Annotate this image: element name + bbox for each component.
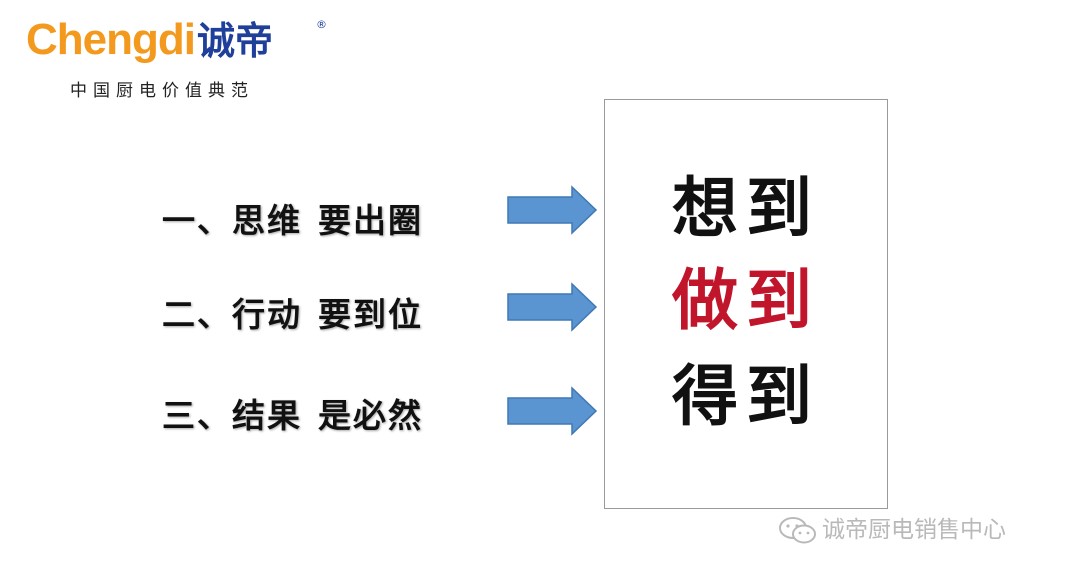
logo-latin-text: Chengdi <box>26 15 196 64</box>
brand-logo: Chengdi诚帝 ® 中国厨电价值典范 <box>26 18 336 102</box>
logo-tagline: 中国厨电价值典范 <box>70 81 254 101</box>
watermark-text: 诚帝厨电销售中心 <box>822 517 1006 543</box>
word-think: 想到 <box>672 170 820 247</box>
wechat-icon <box>779 516 816 543</box>
list-item-label: 二、行动 <box>162 295 302 334</box>
list-item-emphasis: 是必然 <box>318 396 423 435</box>
registered-mark: ® <box>316 18 327 31</box>
logo-wordmark: Chengdi诚帝 <box>26 18 273 62</box>
right-arrow-icon <box>507 386 598 436</box>
result-box: 想到 做到 得到 <box>604 99 888 509</box>
list-item-2: 二、行动要到位 <box>162 288 423 336</box>
word-get: 得到 <box>672 358 820 435</box>
list-item-emphasis: 要到位 <box>318 295 423 334</box>
right-arrow-icon <box>507 282 598 332</box>
list-item-label: 三、结果 <box>162 396 302 435</box>
list-item-label: 一、思维 <box>162 201 302 240</box>
list-item-emphasis: 要出圈 <box>318 201 423 240</box>
watermark: 诚帝厨电销售中心 <box>778 510 1006 546</box>
right-arrow-icon <box>507 185 598 235</box>
list-item-3: 三、结果是必然 <box>162 389 423 437</box>
logo-chinese-text: 诚帝 <box>196 19 273 63</box>
list-item-1: 一、思维要出圈 <box>162 194 423 242</box>
word-do: 做到 <box>672 262 820 339</box>
